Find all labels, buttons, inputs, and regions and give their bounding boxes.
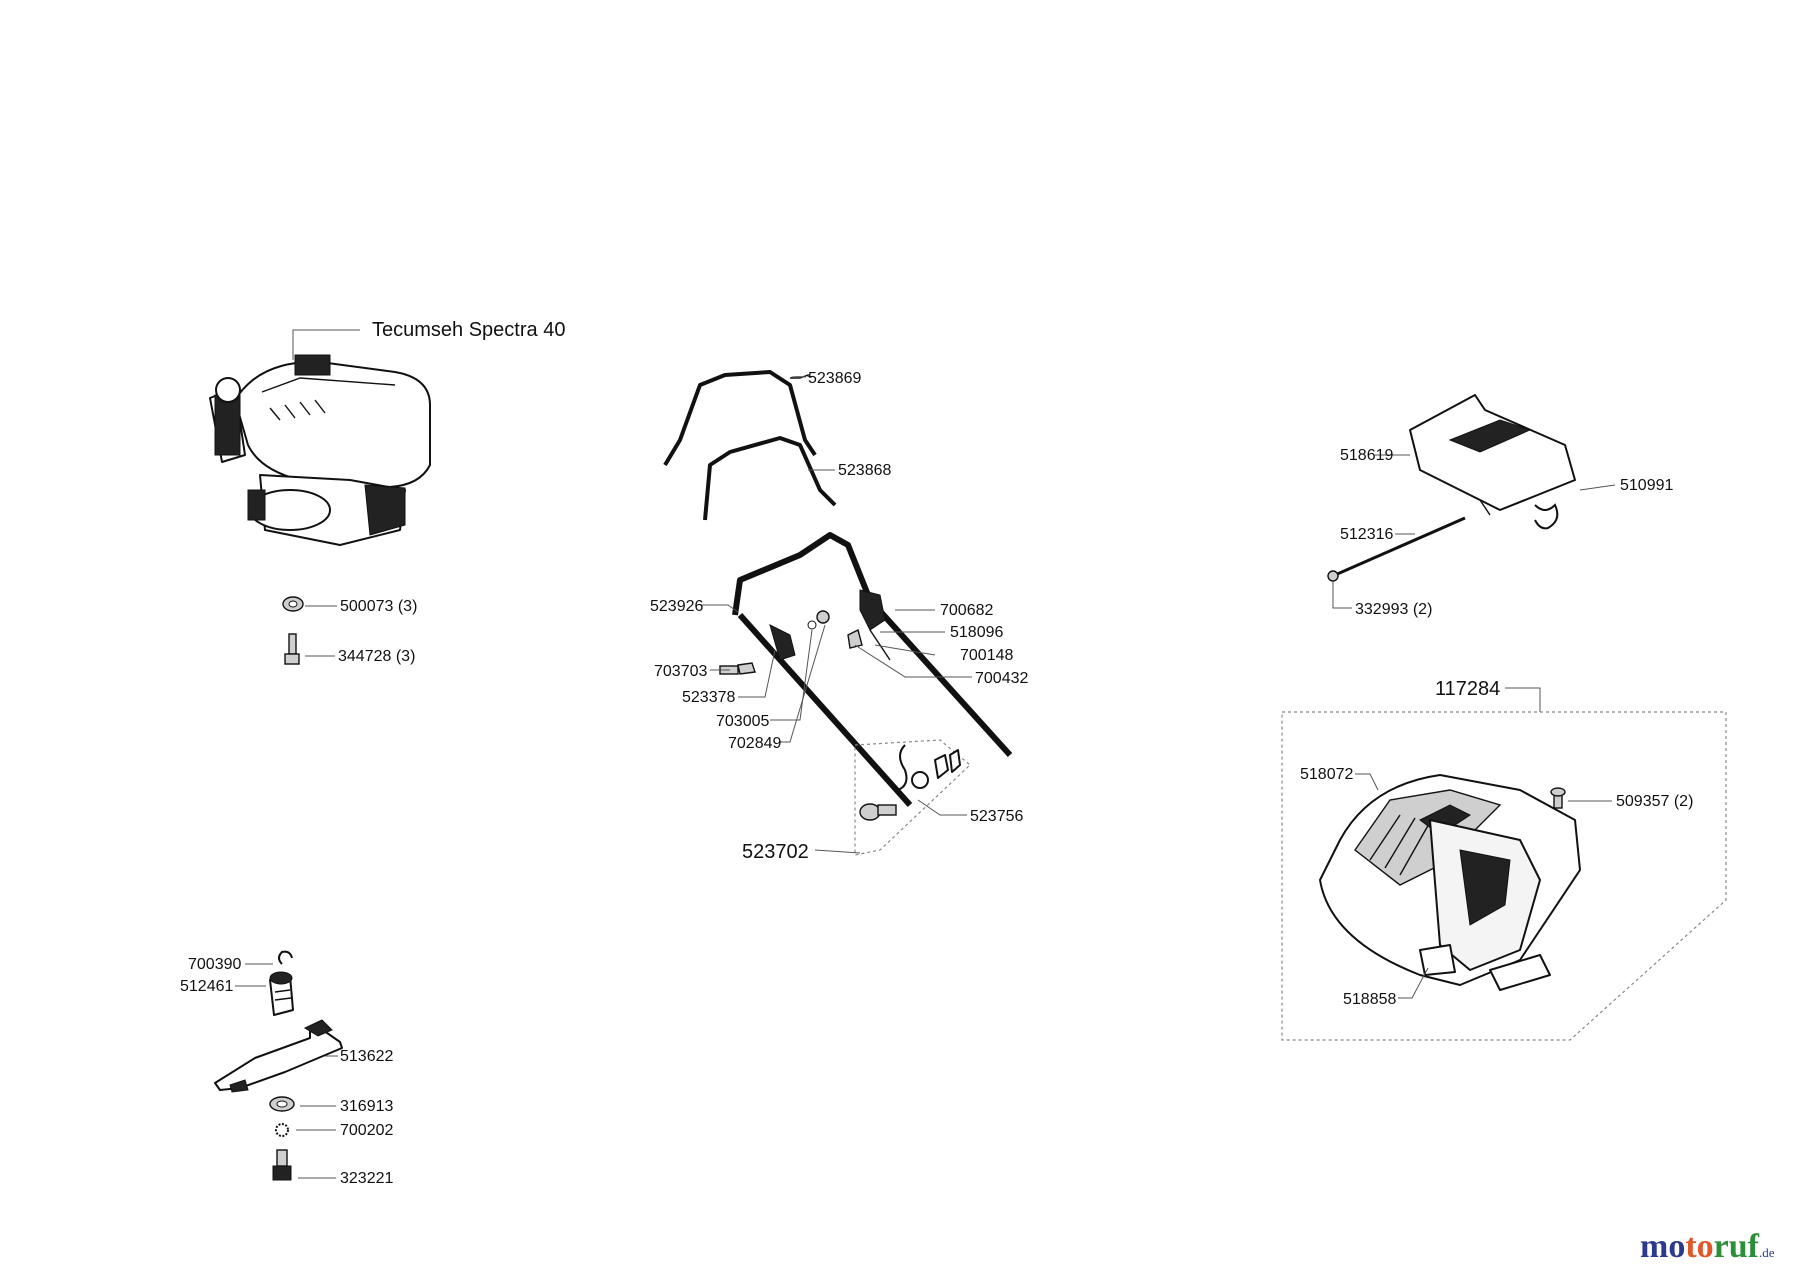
- label-500073: 500073 (3): [340, 598, 417, 615]
- label-523926: 523926: [650, 598, 703, 615]
- label-512316: 512316: [1340, 526, 1393, 543]
- label-703005: 703005: [716, 713, 769, 730]
- label-523756: 523756: [970, 808, 1023, 825]
- engine-bolt: 344728 (3): [284, 633, 415, 665]
- label-700390: 700390: [188, 956, 241, 973]
- engine-nut: 500073 (3): [282, 596, 417, 615]
- label-700682: 700682: [940, 602, 993, 619]
- label-509357: 509357 (2): [1616, 793, 1693, 810]
- label-332993: 332993 (2): [1355, 601, 1432, 618]
- label-518072: 518072: [1300, 766, 1353, 783]
- grass-bag-assembly: 117284 518072 509357 (2) 518858: [1281, 678, 1727, 1041]
- label-engine: Tecumseh Spectra 40: [372, 319, 565, 341]
- label-523868: 523868: [838, 462, 891, 479]
- label-702849: 702849: [728, 735, 781, 752]
- label-518619: 518619: [1340, 447, 1393, 464]
- label-700148: 700148: [960, 647, 1013, 664]
- label-703703: 703703: [654, 663, 707, 680]
- motoruf-logo: motoruf.de: [1640, 1228, 1775, 1265]
- label-700432: 700432: [975, 670, 1028, 687]
- label-523702: 523702: [742, 841, 809, 863]
- label-117284: 117284: [1435, 678, 1500, 700]
- label-523378: 523378: [682, 689, 735, 706]
- handle-assembly: 523869 523868 523926 700682 518096 70014…: [650, 370, 1028, 863]
- label-518858: 518858: [1343, 991, 1396, 1008]
- label-512461: 512461: [180, 978, 233, 995]
- label-518096: 518096: [950, 624, 1003, 641]
- blade-assembly: 700390 512461 513622 316913 700202 32322…: [180, 950, 393, 1187]
- label-513622: 513622: [340, 1048, 393, 1065]
- label-700202: 700202: [340, 1122, 393, 1139]
- label-323221: 323221: [340, 1170, 393, 1187]
- flap-assembly: 518619 510991 512316 332993 (2): [1327, 394, 1673, 618]
- label-510991: 510991: [1620, 477, 1673, 494]
- label-344728: 344728 (3): [338, 648, 415, 665]
- label-316913: 316913: [340, 1098, 393, 1115]
- engine-assembly: Tecumseh Spectra 40: [209, 319, 565, 546]
- label-523869: 523869: [808, 370, 861, 387]
